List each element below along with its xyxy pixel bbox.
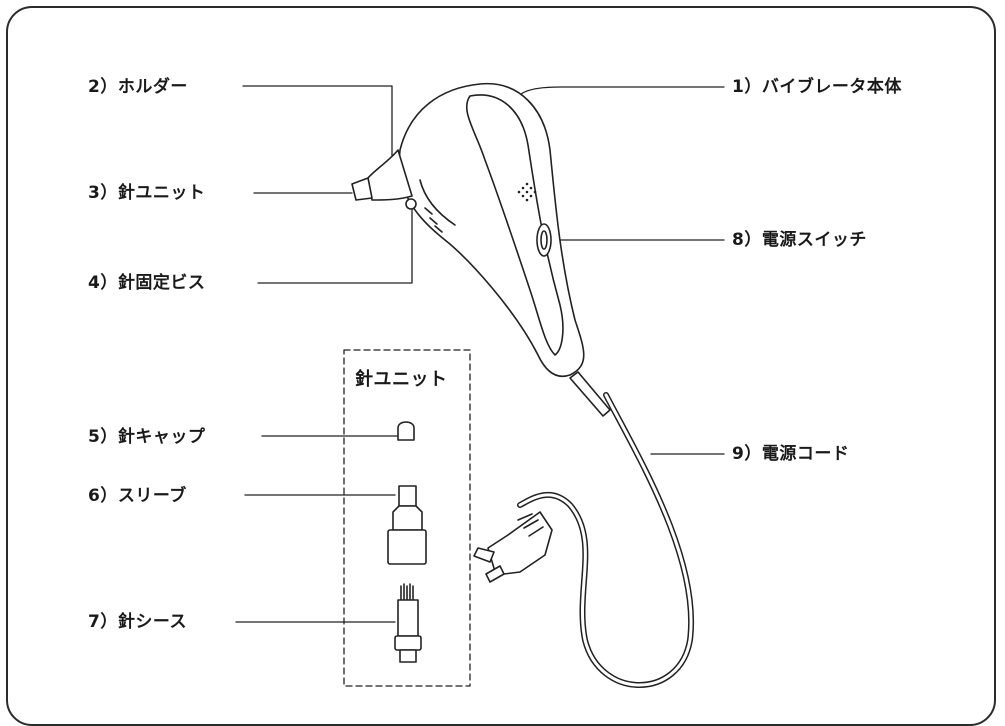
label-power-cord: 9）電源コード bbox=[732, 444, 850, 464]
label-needle-sheath: 7）針シース bbox=[88, 612, 187, 632]
power-plug bbox=[473, 511, 553, 583]
inset-title: 針ユニット bbox=[355, 369, 448, 390]
label-needle-unit: 3）針ユニット bbox=[88, 183, 206, 203]
label-main-body: 1）バイブレータ本体 bbox=[732, 77, 902, 97]
label-holder: 2）ホルダー bbox=[88, 77, 188, 97]
holder-assembly bbox=[351, 149, 417, 210]
power-cord bbox=[517, 371, 695, 688]
label-needle-screw: 4）針固定ビス bbox=[88, 273, 206, 293]
label-needle-cap: 5）針キャップ bbox=[88, 427, 206, 447]
label-power-switch: 8）電源スイッチ bbox=[732, 230, 867, 250]
needle-cap-shape bbox=[397, 421, 415, 441]
needle-sheath-shape bbox=[394, 583, 422, 663]
label-sleeve: 6）スリーブ bbox=[88, 486, 187, 506]
sleeve-shape bbox=[387, 485, 427, 565]
vibrator-body bbox=[398, 82, 585, 377]
needle-unit-inset-box bbox=[343, 349, 471, 687]
